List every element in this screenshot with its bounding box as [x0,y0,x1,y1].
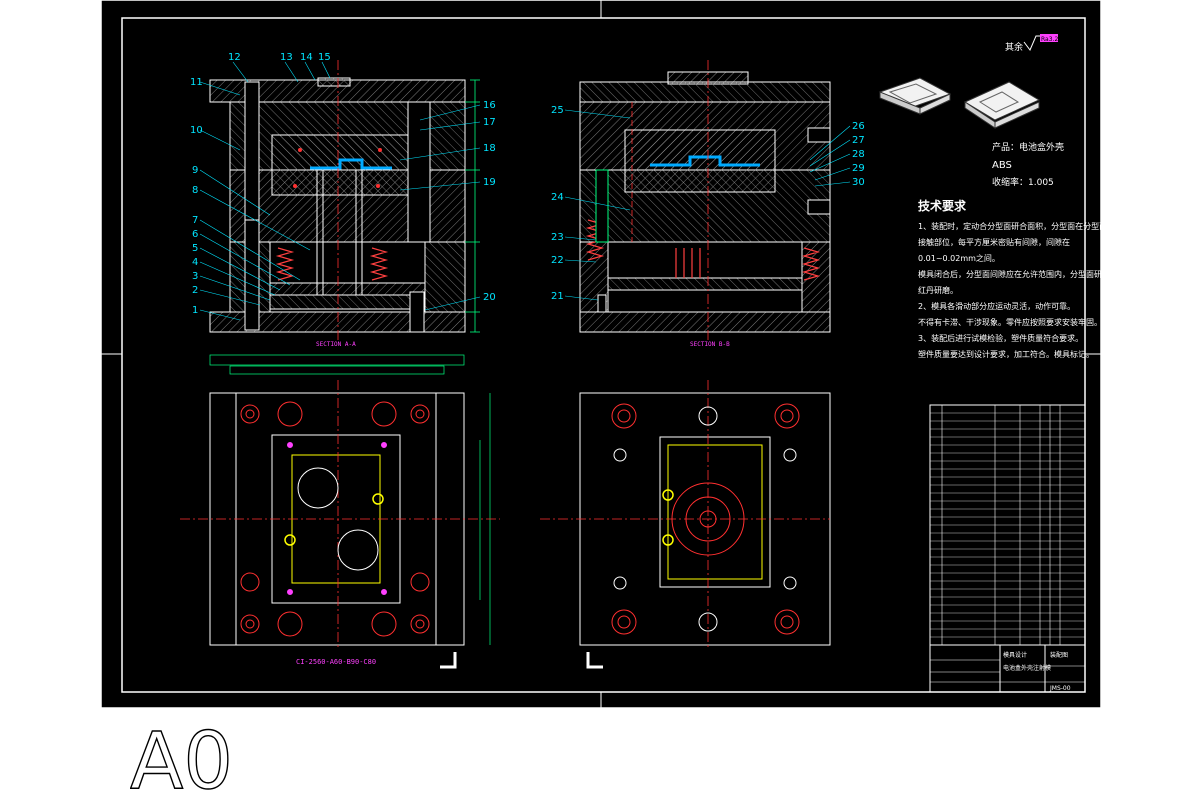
plan-dim-caption: CI-2560-A60-B90-C80 [296,658,376,666]
callout-9: 9 [192,165,198,176]
callout-22: 22 [551,255,564,266]
callout-8: 8 [192,185,198,196]
tech-line: 3、装配后进行试模检验，塑件质量符合要求。 [918,333,1083,343]
plan-view-fixed-half [540,380,831,669]
product-name: 产品：电池盒外壳 [992,141,1064,153]
plan-view-moving-half: CI-2560-A60-B90-C80 [180,354,500,669]
callout-15: 15 [318,52,331,63]
callout-30: 30 [852,177,865,188]
callout-7: 7 [192,215,198,226]
section-b-callouts: 25 24 23 22 21 26 27 28 29 30 SECTION B-… [551,105,865,348]
tech-line: 塑件质量要达到设计要求，加工符合。模具标记。 [918,349,1094,359]
callout-10: 10 [190,125,203,136]
callout-27: 27 [852,135,865,146]
callout-21: 21 [551,291,564,302]
title-school: 模具设计 [1003,651,1027,659]
section-a-callouts: 11 10 9 8 7 6 5 4 3 2 1 12 13 14 15 16 1… [190,52,496,348]
callout-26: 26 [852,121,865,132]
surface-roughness-note: 其余 Ra3.2 [1005,34,1058,53]
callout-14: 14 [300,52,313,63]
callout-1: 1 [192,305,198,316]
callout-13: 13 [280,52,293,63]
callout-11: 11 [190,77,203,88]
callout-17: 17 [483,117,496,128]
tech-title: 技术要求 [918,198,967,213]
svg-text:A0: A0 [130,718,233,800]
tech-line: 0.01~0.02mm之间。 [918,253,1000,263]
callout-12: 12 [228,52,241,63]
callout-16: 16 [483,100,496,111]
callout-18: 18 [483,143,496,154]
callout-2: 2 [192,285,198,296]
callout-25: 25 [551,105,564,116]
tech-line: 2、模具各滑动部分应运动灵活，动作可靠。 [918,301,1075,311]
tech-line: 1、装配时，定动合分型面研合面积，分型面在分型面 [918,221,1107,231]
tech-line: 不得有卡滞、干涉现象。零件应按照要求安装牢固。 [918,317,1102,327]
title-sub: 装配图 [1050,651,1068,659]
callout-24: 24 [551,192,564,203]
section-a-view [209,60,480,340]
product-shrink: 收缩率：1.005 [992,176,1054,188]
section-b-title: SECTION B-B [690,341,730,348]
technical-requirements: 技术要求 1、装配时，定动合分型面研合面积，分型面在分型面 接触部位，每平方厘米… [918,198,1110,359]
svg-text:其余: 其余 [1005,41,1023,53]
callout-5: 5 [192,243,198,254]
callout-19: 19 [483,177,496,188]
product-isometric-views [878,77,1041,129]
title-number: JMS-00 [1049,685,1071,692]
sheet-size-label: A0 [130,718,234,800]
callout-3: 3 [192,271,198,282]
parts-list-table: 模具设计 电池盒外壳注射模 装配图 JMS-00 [929,404,1086,693]
callout-20: 20 [483,292,496,303]
tech-line: 红丹研磨。 [918,285,958,295]
section-b-view [579,60,831,340]
tech-line: 模具闭合后，分型面间隙应在允许范围内，分型面研磨 [918,269,1110,279]
callout-28: 28 [852,149,865,160]
svg-text:Ra3.2: Ra3.2 [1041,36,1058,43]
callout-4: 4 [192,257,198,268]
callout-29: 29 [852,163,865,174]
callout-6: 6 [192,229,198,240]
product-info: 产品：电池盒外壳 ABS 收缩率：1.005 [992,141,1064,188]
title-drawing-name: 电池盒外壳注射模 [1003,664,1051,672]
section-a-title: SECTION A-A [316,341,356,348]
callout-23: 23 [551,232,564,243]
product-material: ABS [992,160,1012,171]
tech-line: 接触部位，每平方厘米密贴有间隙，间隙在 [918,237,1070,247]
